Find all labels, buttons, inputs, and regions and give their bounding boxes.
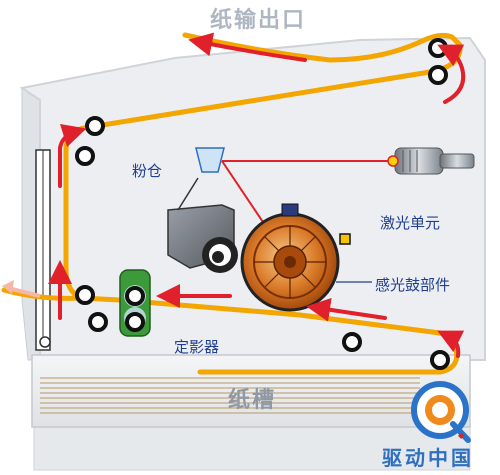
roller-exit-1 xyxy=(428,38,448,58)
mirror xyxy=(195,147,225,173)
svg-text:◆: ◆ xyxy=(458,431,465,440)
brand-watermark-text: 驱动中国 xyxy=(382,446,474,470)
watermark-logo: ◆ xyxy=(411,381,471,443)
paper-tray-label: 纸槽 xyxy=(228,388,277,413)
roller-left-1 xyxy=(75,285,95,305)
exit-left-arrow xyxy=(2,280,41,298)
roller-exit-2 xyxy=(428,65,448,85)
direction-arrows xyxy=(48,32,466,358)
drum-unit-label: 感光鼓部件 xyxy=(375,276,451,294)
roller-top-1 xyxy=(85,116,105,136)
roller-mid xyxy=(342,332,362,352)
toner-hopper-label: 粉仓 xyxy=(132,162,163,180)
roller-fuser-1 xyxy=(125,286,145,306)
manual-feed-slot xyxy=(35,149,51,351)
roller-feed xyxy=(430,350,450,370)
toner-hopper xyxy=(167,177,238,273)
laser-unit-label: 激光单元 xyxy=(380,214,441,232)
fuser-label: 定影器 xyxy=(174,338,220,356)
rollers xyxy=(75,38,450,370)
roller-top-2 xyxy=(75,146,95,166)
roller-left-2 xyxy=(88,312,108,332)
roller-fuser-2 xyxy=(125,312,145,332)
drum-unit xyxy=(240,203,351,312)
laser-unit xyxy=(387,147,475,175)
paper-tray xyxy=(31,354,471,428)
paper-exit-label: 纸输出口 xyxy=(210,8,307,33)
